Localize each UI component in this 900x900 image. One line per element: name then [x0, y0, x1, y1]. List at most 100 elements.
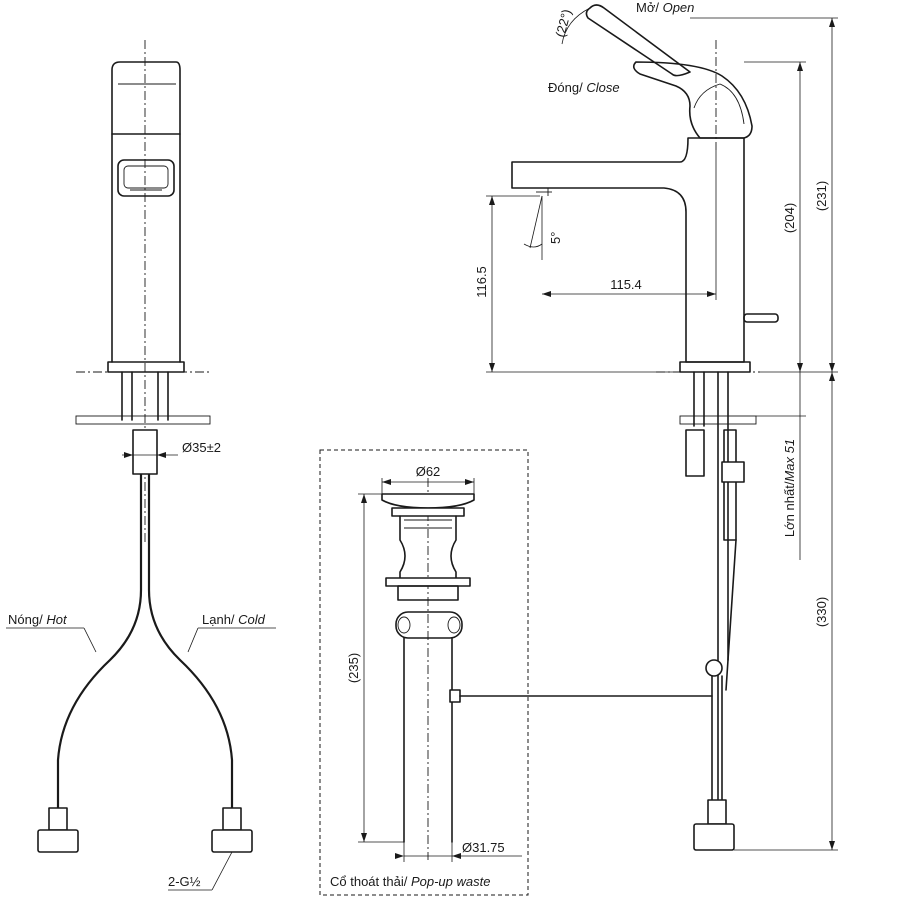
cold-label-vi: Lạnh/ [202, 612, 235, 627]
cold-leader [187, 627, 199, 653]
front-body [111, 133, 181, 363]
arrowhead [829, 363, 835, 372]
angle-arc-22 [561, 7, 591, 45]
front-shanks [121, 371, 169, 421]
arrowhead [361, 494, 367, 503]
arrowhead [829, 18, 835, 27]
pop-up-waste-vi: Cổ thoát thải/ [330, 874, 408, 889]
side-shanks [693, 371, 729, 821]
close-vi: Đóng/ [548, 80, 583, 95]
pop-up-knob [743, 313, 779, 323]
water-angle [529, 195, 543, 249]
faucet-body-spout [511, 137, 745, 363]
connector-label: 2-G½ [168, 874, 201, 889]
side-hose [711, 675, 723, 801]
cold-label: Lạnh/ Cold [202, 612, 266, 627]
arrowhead [452, 853, 461, 859]
arrowheads [124, 18, 835, 859]
arrowhead [542, 291, 551, 297]
waste-flange [391, 507, 465, 517]
waste-collar [397, 585, 459, 601]
open-label: Mở/ Open [636, 0, 694, 15]
pop-up-rod [723, 429, 737, 541]
arrowhead [797, 363, 803, 372]
dim-spout-height: 116.5 [474, 266, 489, 298]
angle-arc-5 [523, 243, 543, 248]
side-base-plate [679, 361, 751, 373]
arrowhead [124, 452, 133, 458]
hot-nut [37, 829, 79, 853]
arrowhead [157, 452, 166, 458]
arrowhead [797, 62, 803, 71]
pop-up-waste-detail: (235) Ø62 Ø31.75 Cổ thoát thải/ Pop-up w… [319, 449, 713, 896]
arrowhead [489, 196, 495, 205]
hot-label-vi: Nóng/ [8, 612, 43, 627]
tee-right [447, 616, 461, 634]
waste-cap [381, 493, 475, 509]
max-51-label: Lớn nhất/Max 51 [782, 439, 797, 537]
lever-open [585, 4, 691, 77]
dim-hole-diameter: Ø35±2 [182, 440, 221, 455]
open-en: Open [663, 0, 695, 15]
side-fitting [707, 799, 727, 825]
front-view: Ø35±2 Nóng/ Hot Lạnh/ Cold 2-G½ [6, 40, 276, 891]
handle-contour [693, 83, 745, 125]
arrowhead [361, 833, 367, 842]
close-label: Đóng/ Close [548, 80, 620, 95]
close-en: Close [586, 80, 619, 95]
cold-label-en: Cold [238, 612, 266, 627]
dim-body-height: (204) [782, 203, 797, 233]
max-51-en: Max 51 [782, 439, 797, 482]
aerator-inner [123, 165, 169, 189]
pivot-ball [705, 659, 723, 677]
front-handle-cap [111, 61, 181, 135]
hot-fitting [48, 807, 68, 831]
front-deck-bottom [75, 415, 211, 425]
front-mount-nut [132, 429, 158, 475]
rod-clip [721, 461, 745, 483]
hot-leader [83, 627, 97, 653]
front-base-plate [107, 361, 185, 373]
dim-below-deck: (330) [814, 597, 829, 627]
dim-total-height: (231) [814, 181, 829, 211]
cold-hose [147, 474, 234, 810]
arrowhead [465, 479, 474, 485]
waste-thread [404, 519, 452, 529]
hot-hose [56, 474, 143, 810]
arrowhead [489, 363, 495, 372]
max-51-vi: Lớn nhất/ [782, 481, 797, 537]
arrowhead [382, 479, 391, 485]
cold-fitting [222, 807, 242, 831]
arrowhead [707, 291, 716, 297]
side-nut [685, 429, 705, 477]
waste-detail-frame [319, 449, 529, 896]
connector-leader [211, 851, 233, 891]
dim-waste-top: Ø62 [416, 464, 441, 479]
waste-nut [385, 577, 471, 587]
angle-5-label: 5° [548, 232, 563, 244]
side-view: (22°) Mở/ Open Đóng/ Close 5° 116.5 115.… [474, 0, 838, 851]
tee-left [397, 616, 411, 634]
waste-pipe [403, 637, 453, 843]
hot-label: Nóng/ Hot [8, 612, 68, 627]
handle-body [632, 61, 753, 139]
open-vi: Mở/ [636, 0, 659, 15]
pop-up-waste-en: Pop-up waste [411, 874, 491, 889]
waste-tee [395, 611, 463, 639]
side-nut-bottom [693, 823, 735, 851]
front-aerator-window [117, 159, 175, 197]
dim-spout-reach: 115.4 [610, 277, 642, 292]
angle-22-label: (22°) [552, 8, 574, 39]
hot-label-en: Hot [46, 612, 68, 627]
waste-body [399, 515, 457, 579]
arrowhead [829, 841, 835, 850]
rod-connector [449, 689, 461, 703]
dim-waste-length: (235) [346, 653, 361, 683]
pop-up-waste-label: Cổ thoát thải/ Pop-up waste [330, 874, 490, 889]
arrowhead [395, 853, 404, 859]
dim-waste-pipe: Ø31.75 [462, 840, 505, 855]
rod-link [725, 539, 737, 691]
arrowhead [829, 372, 835, 381]
